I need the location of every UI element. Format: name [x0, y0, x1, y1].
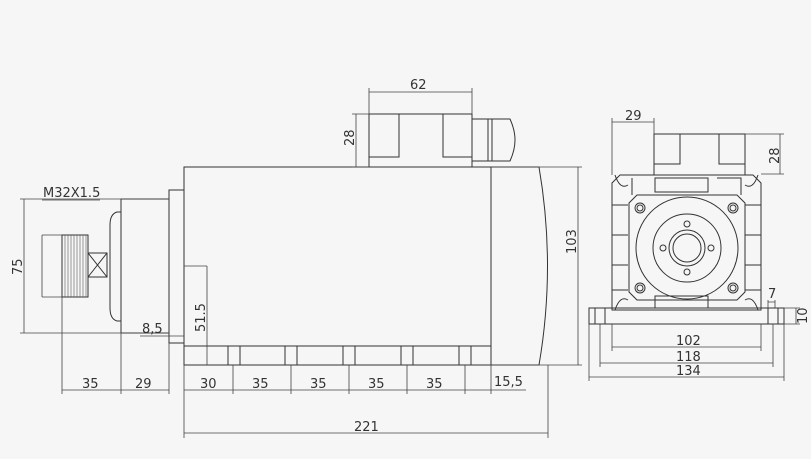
- dim-nose-length: 35: [82, 377, 99, 392]
- dim-slot-width: 7: [768, 287, 776, 302]
- end-junction-box: [653, 133, 746, 176]
- nose: [120, 198, 170, 334]
- dim-hole-last: 15,5: [494, 375, 523, 390]
- bearing-housing: [635, 196, 739, 300]
- dim-hole-first: 30: [200, 377, 217, 392]
- collet-nut: [87, 252, 108, 278]
- end-flange-plate: [628, 194, 746, 301]
- dim-hole-spacing: 118: [676, 350, 701, 365]
- thread-label: M32X1.5: [43, 186, 100, 201]
- motor-body: [183, 166, 492, 366]
- side-dimension-lines: [20, 88, 582, 438]
- dim-hole-pitch-3: 35: [368, 377, 385, 392]
- base-plate: [588, 307, 785, 325]
- bolt-holes: [634, 202, 739, 294]
- dim-hole-pitch-2: 35: [310, 377, 327, 392]
- rear-cap: [491, 166, 548, 366]
- end-view: 29 28 7 10 102 118 134: [588, 109, 811, 381]
- end-dimension-lines: [588, 118, 800, 381]
- dim-body-height: 103: [565, 229, 580, 254]
- spindle-shaft: [668, 229, 706, 267]
- cable-gland: [472, 118, 516, 162]
- mount-slots: [227, 346, 472, 365]
- dim-end-connector-offset: 29: [625, 109, 642, 124]
- dim-base-thickness: 10: [796, 307, 811, 324]
- dim-body-width: 102: [676, 334, 701, 349]
- dim-connector-width: 62: [410, 78, 427, 93]
- end-body: [611, 174, 762, 311]
- dim-nose-diameter: 75: [11, 258, 26, 275]
- thread-lines: [64, 235, 87, 297]
- nose-disc: [109, 211, 121, 322]
- dim-hole-pitch-4: 35: [426, 377, 443, 392]
- threaded-collet: [61, 234, 89, 298]
- front-flange: [168, 189, 185, 344]
- dim-hole-pitch-1: 35: [252, 377, 269, 392]
- side-view: 62 28 103 75 M32X1.5 51.5 8,5 35 29 30 3…: [11, 78, 582, 438]
- junction-box: [368, 113, 473, 168]
- dim-connector-height: 28: [343, 129, 358, 146]
- dim-end-connector-height: 28: [768, 147, 783, 164]
- dim-base-width: 134: [676, 364, 701, 379]
- dim-total-length: 221: [354, 420, 379, 435]
- dim-flange-length: 29: [135, 377, 152, 392]
- dim-foot-height: 51.5: [194, 303, 209, 332]
- wrench-flat-icon: [87, 252, 108, 278]
- dim-offset: 8,5: [142, 322, 163, 337]
